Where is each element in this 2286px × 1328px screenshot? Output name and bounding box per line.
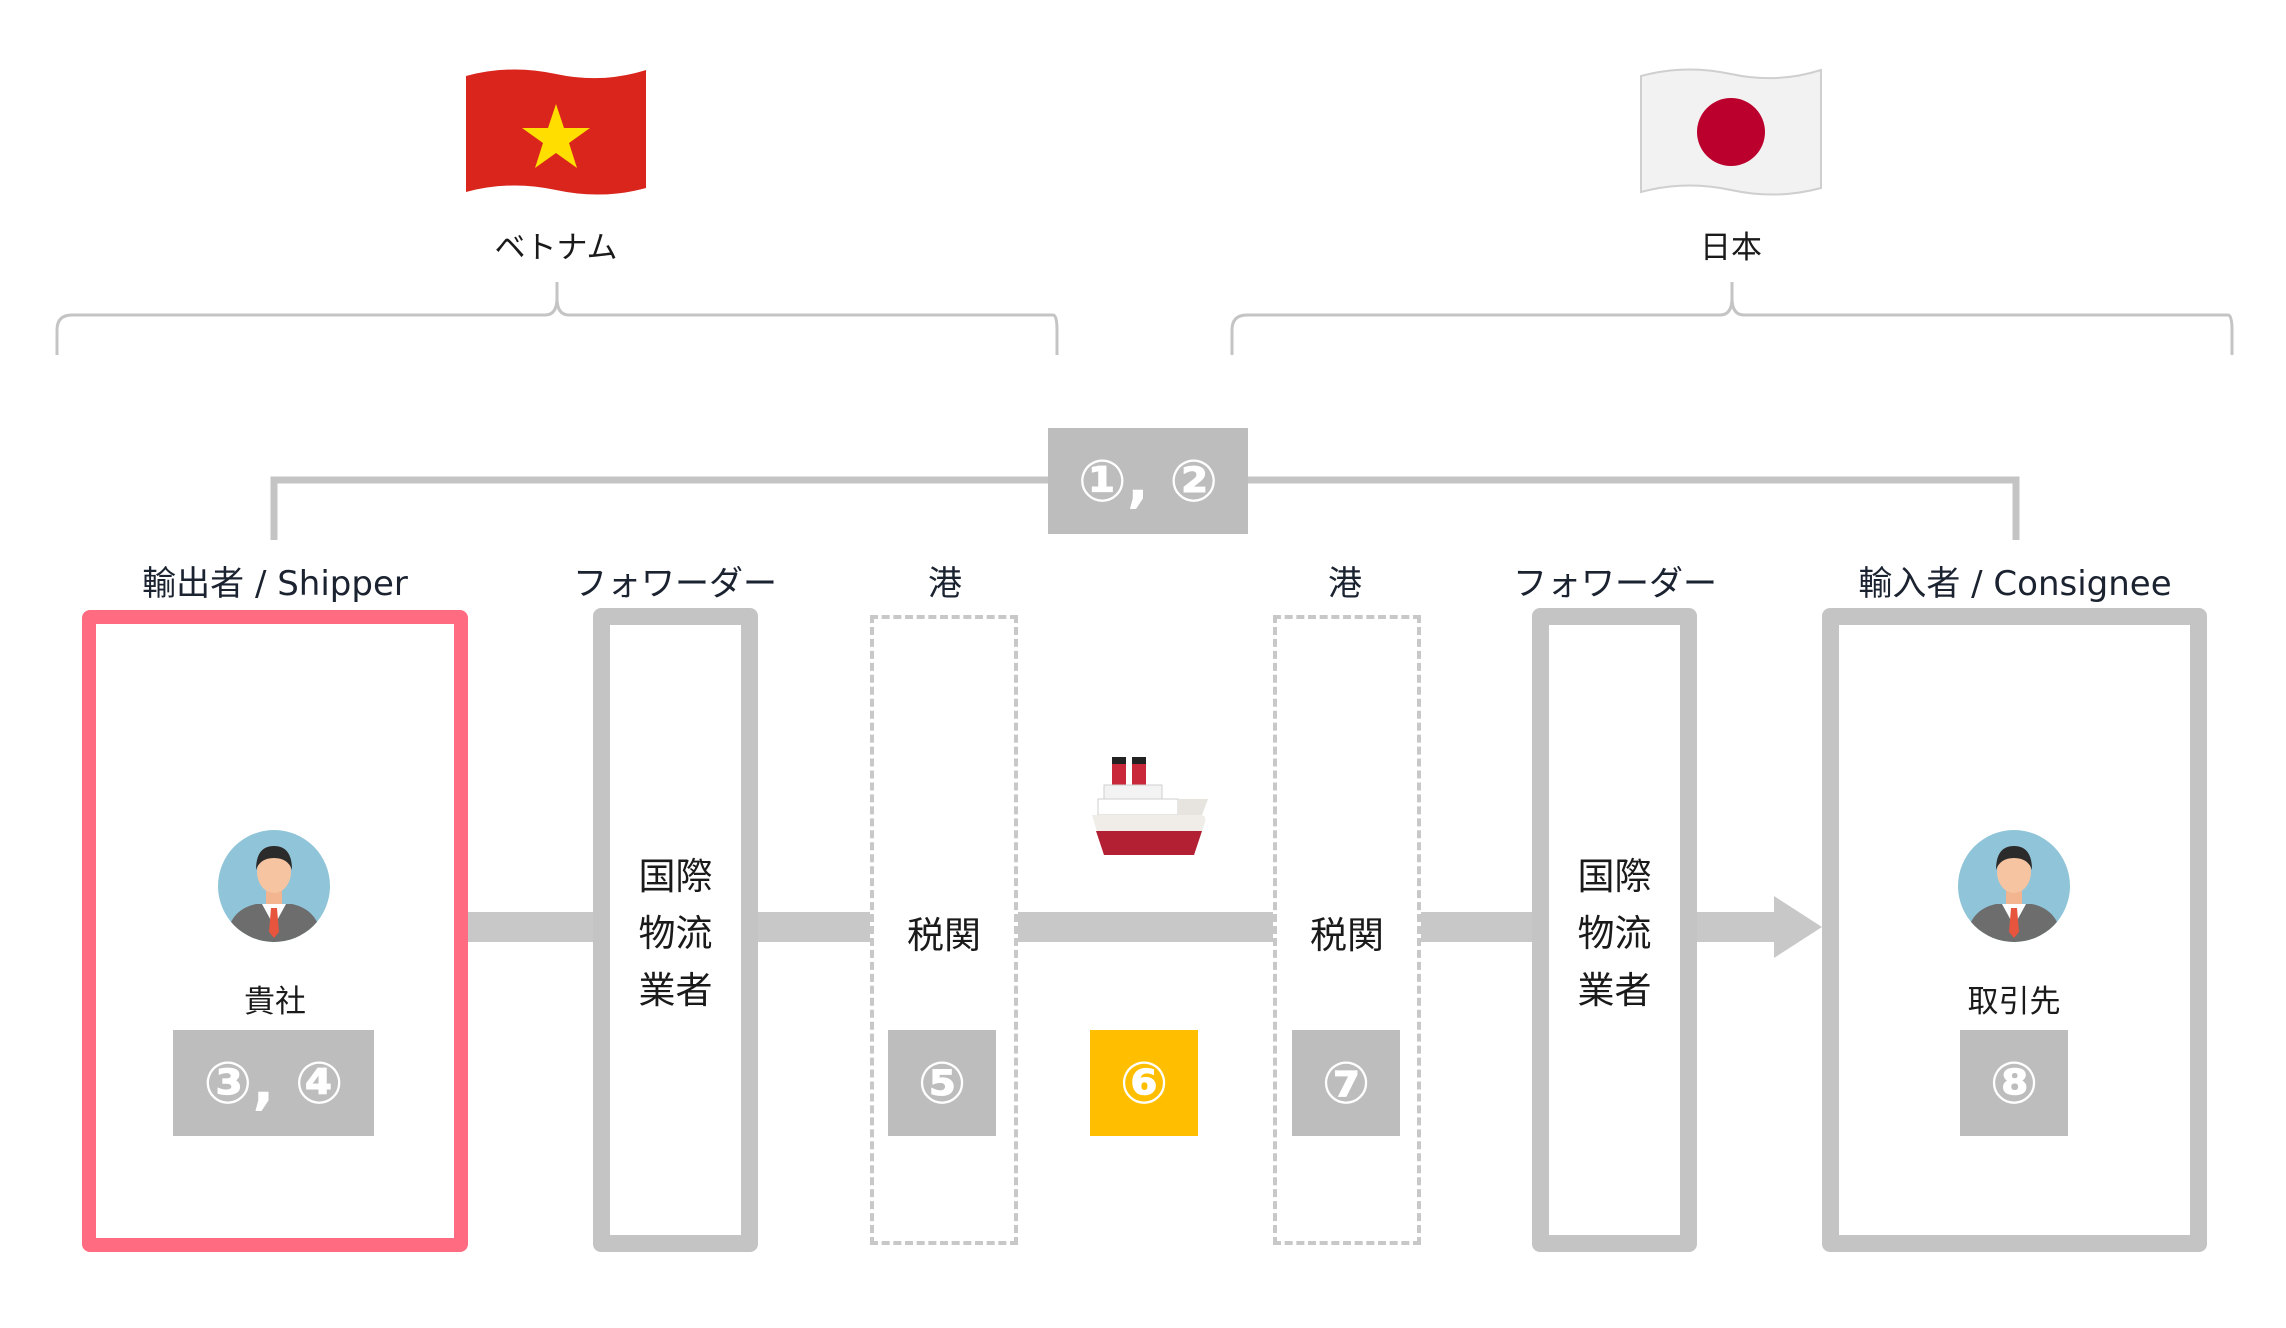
header-shipper: 輸出者 / Shipper [142, 564, 408, 604]
flow-segment-4 [1418, 912, 1538, 942]
country-label-vietnam: ベトナム [494, 230, 618, 266]
forwarder-left-label: 国際 物流 業者 [593, 848, 758, 1019]
consignee-label: 取引先 [1967, 984, 2061, 1020]
badge-3-4: ③, ④ [173, 1030, 374, 1136]
forwarder-left-line-1: 国際 [638, 855, 713, 898]
badge-8: ⑧ [1960, 1030, 2068, 1136]
ship-icon [1092, 757, 1208, 855]
header-consignee: 輸入者 / Consignee [1858, 564, 2172, 604]
forwarder-right-box [1532, 608, 1697, 1252]
flow-segment-2 [755, 912, 875, 942]
header-port-right: 港 [1328, 564, 1362, 604]
businessman-avatar-icon [218, 830, 330, 942]
japan-flag-icon [1640, 68, 1822, 196]
header-forwarder-left: フォワーダー [573, 564, 777, 604]
forwarder-right-line-1: 国際 [1577, 855, 1652, 898]
country-label-japan: 日本 [1700, 230, 1762, 266]
forwarder-right-line-3: 業者 [1577, 969, 1652, 1012]
flow-arrowhead-icon [1774, 896, 1822, 958]
vietnam-flag-icon [466, 69, 646, 195]
flow-segment-5 [1693, 912, 1778, 942]
header-port-left: 港 [928, 564, 962, 604]
header-forwarder-right: フォワーダー [1513, 564, 1717, 604]
badge-7: ⑦ [1292, 1030, 1400, 1136]
flow-segment-1 [465, 912, 600, 942]
customs-left-label: 税関 [875, 905, 1013, 959]
flow-segment-3 [1015, 912, 1280, 942]
forwarder-left-box [593, 608, 758, 1252]
shipper-label: 貴社 [244, 984, 306, 1020]
businessman-avatar-icon [1958, 830, 2070, 942]
badge-1-2: ①, ② [1048, 428, 1248, 534]
forwarder-left-line-2: 物流 [638, 912, 713, 955]
forwarder-right-line-2: 物流 [1577, 912, 1652, 955]
badge-6: ⑥ [1090, 1030, 1198, 1136]
forwarder-left-line-3: 業者 [638, 969, 713, 1012]
badge-5: ⑤ [888, 1030, 996, 1136]
country-brace-right [1230, 282, 2234, 355]
customs-right-label: 税関 [1278, 905, 1416, 959]
forwarder-right-label: 国際 物流 業者 [1532, 848, 1697, 1019]
shipper-box [82, 610, 468, 1252]
country-brace-left [55, 282, 1059, 355]
